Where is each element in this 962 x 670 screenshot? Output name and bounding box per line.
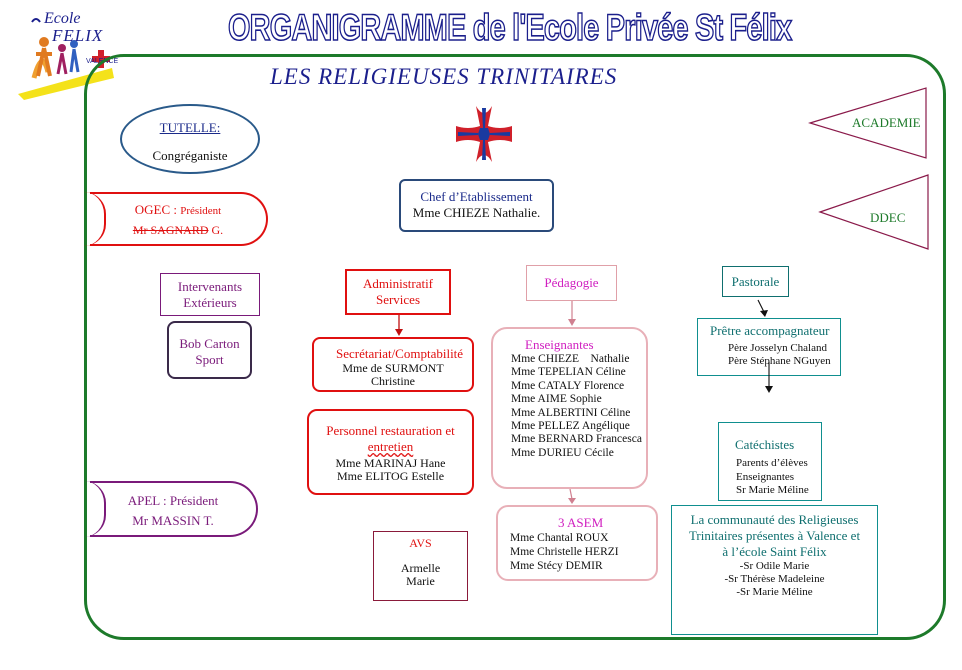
administratif-node: Administratif Services <box>345 269 451 315</box>
apel-node: APEL : Président Mr MASSIN T. <box>90 481 258 537</box>
academie-label: ACADEMIE <box>852 115 921 130</box>
ddec-node: DDEC <box>818 173 930 251</box>
sister-name: -Sr Thérèse Madeleine <box>724 573 825 585</box>
bob-line1: Bob Carton <box>179 336 240 351</box>
intervenants-line1: Intervenants <box>177 279 243 294</box>
ogec-name-suffix: G. <box>208 223 224 237</box>
secretariat-heading: Secrétariat/Comptabilité <box>336 346 464 361</box>
pedagogie-label: Pédagogie <box>544 275 599 290</box>
avs-line1: Armelle <box>400 561 441 575</box>
tutelle-value: Congréganiste <box>152 148 228 163</box>
bob-carton-node: Bob Carton Sport <box>167 321 252 379</box>
ogec-label: OGEC : <box>134 202 181 217</box>
tutelle-node: TUTELLE: Congréganiste <box>120 104 260 174</box>
ogec-node: OGEC : Président Mr SAGNARD G. <box>90 192 268 246</box>
asem-node: 3 ASEM Mme Chantal ROUX Mme Christelle HE… <box>496 505 658 581</box>
catechist-name: Sr Marie Méline <box>736 484 809 496</box>
pastorale-label: Pastorale <box>731 274 780 289</box>
trinitarian-cross-icon <box>450 100 518 168</box>
tutelle-heading: TUTELLE: <box>159 120 221 135</box>
secretariat-line1: Mme de SURMONT <box>342 361 444 375</box>
sister-name: -Sr Odile Marie <box>739 560 810 572</box>
asem-heading: 3 ASEM <box>558 515 604 530</box>
arrow-enseignantes-asem <box>565 488 579 505</box>
ogec-role: Président <box>180 205 222 217</box>
chef-line1: Chef d’Etablissement <box>420 189 533 204</box>
ogec-left-curve <box>84 192 106 246</box>
logo-text-ecole: Ecole <box>44 10 81 27</box>
asem-name: Mme Chantal ROUX <box>510 532 609 544</box>
teacher-name: Mme DURIEU Cécile <box>511 446 614 459</box>
priest-name: Père Stéphane NGuyen <box>728 355 831 367</box>
restauration-heading2: entretien <box>367 439 414 454</box>
restauration-heading: Personnel restauration et <box>326 423 455 438</box>
pastorale-node: Pastorale <box>722 266 789 297</box>
pretre-heading: Prêtre accompagnateur <box>710 323 830 338</box>
ddec-label: DDEC <box>870 210 906 225</box>
arrow-pastorale-pretre <box>756 299 770 319</box>
communaute-node: La communauté des Religieuses Trinitaire… <box>671 505 878 635</box>
catechist-name: Enseignantes <box>736 470 795 483</box>
ogec-name-prefix: Mr SAGNARD <box>132 223 209 237</box>
priest-name: Père Josselyn Chaland <box>728 342 827 354</box>
restauration-node: Personnel restauration et entretien Mme … <box>307 409 474 495</box>
communaute-heading2: Trinitaires présentes à Valence et <box>688 528 861 543</box>
communaute-heading3: à l’école Saint Félix <box>722 544 827 559</box>
intervenants-line2: Extérieurs <box>183 295 237 310</box>
apel-line1: APEL : Président <box>127 493 219 508</box>
academie-node: ACADEMIE <box>807 86 928 160</box>
avs-line2: Marie <box>406 574 435 588</box>
chef-etablissement-node: Chef d’Etablissement Mme CHIEZE Nathalie… <box>399 179 554 232</box>
apel-line2: Mr MASSIN T. <box>132 513 214 528</box>
restauration-line1: Mme MARINAJ Hane <box>335 456 446 470</box>
enseignantes-heading: Enseignantes <box>525 337 594 352</box>
administratif-line1: Administratif <box>362 276 434 291</box>
logo-text-felix: FELIX <box>52 26 104 45</box>
intervenants-node: Intervenants Extérieurs <box>160 273 260 316</box>
catechist-name: Parents d’élèves <box>736 457 808 469</box>
arrow-pedagogie-enseignantes <box>565 301 579 327</box>
chef-line2: Mme CHIEZE Nathalie. <box>412 205 541 220</box>
org-chart-frame <box>84 54 946 640</box>
sister-name: -Sr Marie Méline <box>736 586 813 598</box>
ogec-name-line: Mr SAGNARD G. <box>90 224 266 237</box>
catechistes-heading: Catéchistes <box>735 437 795 452</box>
asem-name: Mme Christelle HERZI <box>510 546 619 558</box>
teacher-name: Mme CATALY Florence <box>511 379 625 392</box>
teacher-name: Mme CHIEZE Nathalie <box>511 353 630 365</box>
secretariat-node: Secrétariat/Comptabilité Mme de SURMONT … <box>312 337 474 392</box>
apel-left-curve <box>84 481 106 537</box>
pedagogie-node: Pédagogie <box>526 265 617 301</box>
page-subtitle: LES RELIGIEUSES TRINITAIRES <box>270 64 618 89</box>
ogec-title-line: OGEC : Président <box>90 202 266 218</box>
teacher-name: Mme ALBERTINI Céline <box>511 406 631 419</box>
teacher-name: Mme PELLEZ Angélique <box>511 420 630 433</box>
arrow-pretre-catechistes <box>762 362 776 394</box>
asem-list: Mme Chantal ROUX Mme Christelle HERZI Mme … <box>510 531 656 573</box>
avs-heading: AVS <box>409 536 432 550</box>
communaute-heading1: La communauté des Religieuses <box>690 512 859 527</box>
teacher-name: Mme BERNARD Francesca <box>511 433 642 446</box>
teacher-name: Mme AIME Sophie <box>511 393 602 406</box>
asem-name: Mme Stécy DEMIR <box>510 560 603 572</box>
administratif-line2: Services <box>375 292 421 307</box>
arrow-administratif-secretariat <box>392 315 406 337</box>
page-title: ORGANIGRAMME de l'Ecole Privée St Félix <box>227 6 792 49</box>
teacher-name: Mme TEPELIAN Céline <box>511 366 626 379</box>
communaute-list: -Sr Odile Marie-Sr Thérèse Madeleine-Sr … <box>672 560 877 599</box>
secretariat-line2: Christine <box>371 374 415 388</box>
restauration-line2: Mme ELITOG Estelle <box>336 469 445 483</box>
avs-node: AVS Armelle Marie <box>373 531 468 601</box>
bob-line2: Sport <box>195 352 224 367</box>
